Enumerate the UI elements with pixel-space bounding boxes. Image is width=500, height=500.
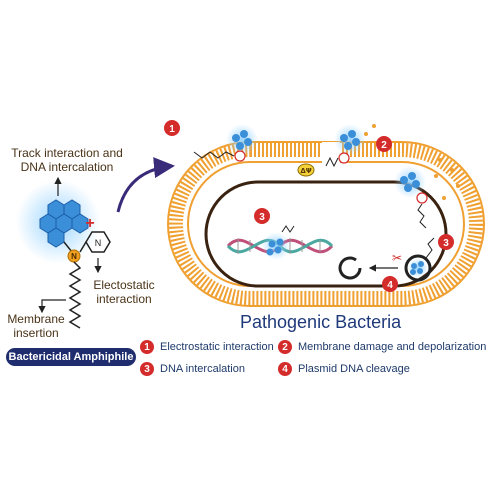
step-badge-3-plasmid: 3	[438, 234, 454, 250]
bound-amphiphile-3	[394, 166, 428, 229]
scissors-icon: ✂	[392, 251, 402, 265]
legend-text: Electrostatic interaction	[160, 341, 274, 353]
coronene-core-icon	[39, 199, 89, 248]
legend-text: DNA intercalation	[160, 363, 245, 375]
legend-item-1: 1 Electrostatic interaction	[140, 340, 274, 354]
pathogenic-bacteria-title: Pathogenic Bacteria	[240, 312, 402, 332]
depolarization-marker	[297, 163, 315, 177]
plasmid-intact-icon	[404, 237, 435, 282]
amphiphile-molecule	[16, 180, 111, 329]
legend-badge: 4	[278, 362, 292, 376]
electrostatic-interaction-label: Electostatic interaction	[93, 278, 155, 306]
svg-text:3: 3	[443, 238, 449, 249]
membrane-arrow	[38, 299, 66, 314]
step-badge-2: 2	[376, 136, 392, 152]
legend-text: Plasmid DNA cleavage	[298, 363, 410, 375]
pyridinium-label: N	[95, 238, 102, 248]
step-badge-3-dna: 3	[254, 208, 270, 224]
svg-text:4: 4	[387, 280, 393, 291]
bacterium-cell	[167, 141, 485, 307]
svg-text:2: 2	[381, 140, 387, 151]
bound-amphiphile-1	[193, 124, 258, 162]
membrane-insertion-label: Membrane insertion	[7, 312, 65, 340]
legend-item-3: 3 DNA intercalation	[140, 362, 245, 376]
positive-charge-icon: +	[85, 215, 94, 232]
legend-badge: 3	[140, 362, 154, 376]
plasmid-cleaved-icon	[338, 256, 362, 280]
nitrogen-label: N	[71, 252, 77, 261]
svg-text:3: 3	[259, 212, 265, 223]
track-interaction-label: Track interaction and DNA intercalation	[11, 146, 123, 174]
svg-text:1: 1	[169, 124, 175, 135]
alkyl-chain	[68, 261, 82, 329]
dna-helix-icon	[226, 225, 334, 260]
legend-item-4: 4 Plasmid DNA cleavage	[278, 362, 410, 376]
pyridinium-ring-icon	[85, 231, 111, 253]
membrane-gap	[322, 142, 340, 164]
legend-item-2: 2 Membrane damage and depolarization	[278, 340, 486, 354]
step-badge-1: 1	[164, 120, 180, 136]
transition-arrow	[116, 157, 175, 213]
legend-text: Membrane damage and depolarization	[298, 341, 487, 353]
bound-amphiphile-2	[325, 124, 366, 168]
step-badge-4: 4	[382, 276, 398, 292]
bactericidal-amphiphile-pill: Bactericidal Amphiphile	[6, 348, 136, 366]
delta-psi-label: ΔΨ	[300, 167, 311, 175]
legend-badge: 2	[278, 340, 292, 354]
legend-badge: 1	[140, 340, 154, 354]
